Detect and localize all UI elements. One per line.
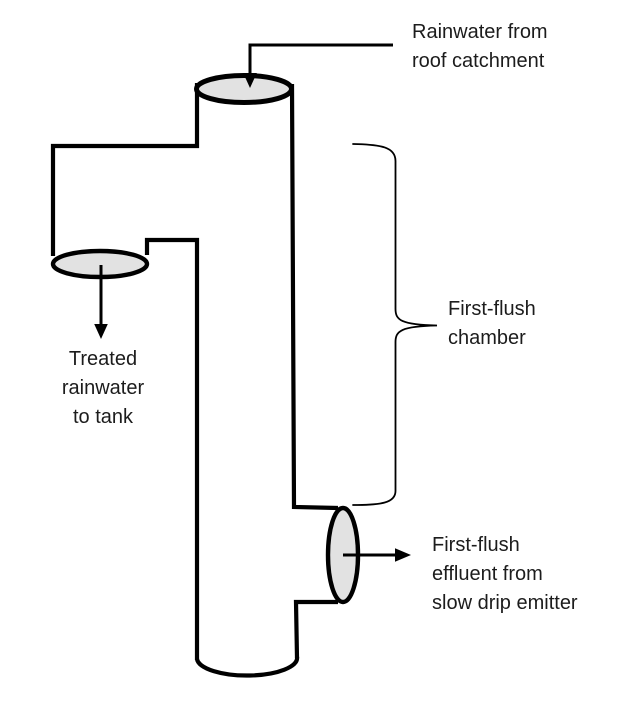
treated-outlet-label: Treated rainwater to tank	[61, 348, 145, 428]
inlet-leader-line	[248, 43, 393, 76]
effluent-right-arrow-icon	[395, 548, 411, 562]
chamber-label: First-flush chamber	[448, 298, 536, 349]
inlet-down-arrow-icon	[243, 73, 257, 88]
effluent-label: First-flush effluent from slow drip emit…	[432, 534, 578, 614]
pipe-right-edge-and-outlet-top-outline	[289, 83, 339, 511]
branch-step-and-pipe-lower-left-outline	[144, 237, 200, 660]
pipe-bottom-arc	[194, 656, 300, 678]
outlet-bottom-and-pipe-lower-right-outline	[293, 599, 338, 659]
inlet-opening-ellipse	[194, 73, 294, 105]
chamber-brace	[352, 143, 438, 506]
inlet-label: Rainwater from roof catchment	[412, 21, 548, 72]
tank-outlet-down-arrow-icon	[94, 324, 108, 339]
pipe-upper-left-and-branch-outline	[50, 83, 200, 256]
